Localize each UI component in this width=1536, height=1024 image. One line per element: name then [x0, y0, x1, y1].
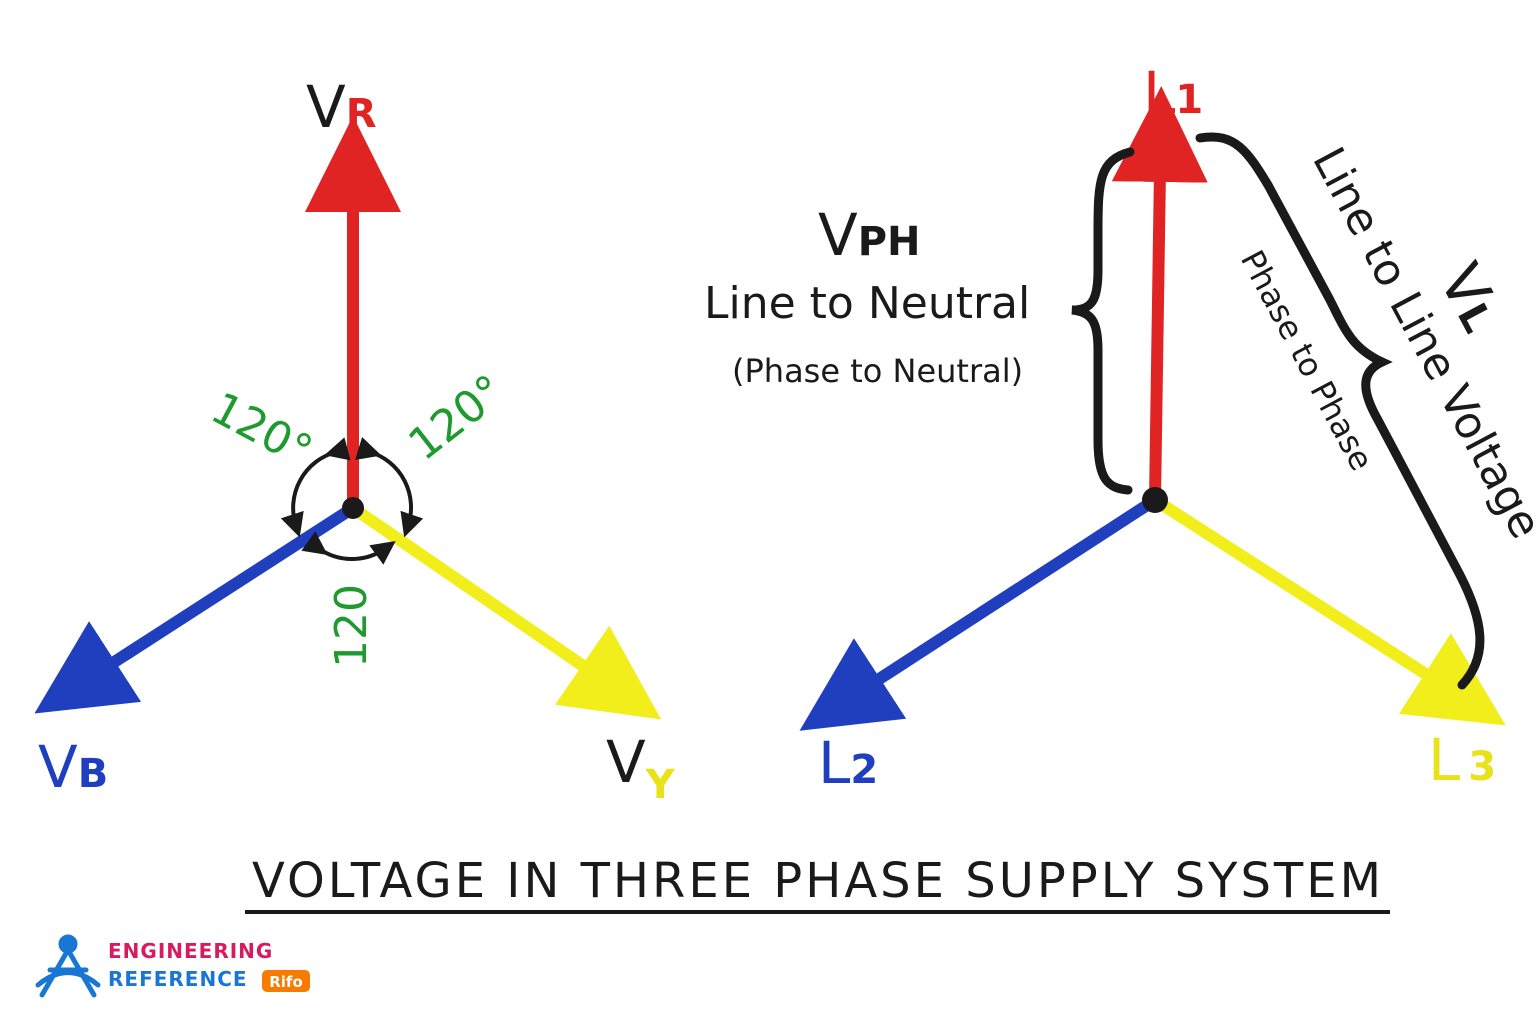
v-b-vector	[34, 502, 357, 714]
angle-arc-left	[280, 437, 351, 538]
v-y-vector	[349, 503, 662, 720]
compass-icon	[35, 934, 101, 998]
l3-main: L	[1428, 726, 1460, 794]
vl-brace	[1195, 132, 1485, 690]
left-phasor-diagram: 120° 120° 120 VR VB VY	[34, 73, 676, 808]
v-y-label: VY	[606, 728, 676, 808]
phase-to-phase-text: Phase to Phase	[1233, 244, 1381, 477]
v-y-main: V	[606, 728, 646, 796]
v-r-main: V	[306, 73, 346, 141]
v-r-sub: R	[346, 91, 377, 137]
angle-label-bottom: 120	[326, 584, 377, 668]
angle-label-left: 120°	[203, 383, 321, 478]
phase-to-neutral-text: (Phase to Neutral)	[732, 352, 1023, 390]
l1-label: L1	[1143, 59, 1203, 127]
logo-line1: ENGINEERING	[108, 939, 273, 963]
v-b-label: VB	[38, 733, 108, 801]
l2-label: L2	[818, 729, 878, 797]
diagram-title: VOLTAGE IN THREE PHASE SUPPLY SYSTEM	[252, 853, 1384, 909]
angle-label-right: 120°	[399, 365, 514, 470]
angle-arc-right	[355, 437, 424, 538]
vph-main: V	[818, 201, 858, 269]
l2-main: L	[818, 729, 850, 797]
engineering-reference-logo: ENGINEERING REFERENCE Rifo	[35, 934, 310, 998]
line-to-neutral-text: Line to Neutral	[704, 278, 1030, 329]
vph-label: VPH	[818, 201, 920, 269]
v-y-sub: Y	[645, 762, 676, 808]
l2-sub: 2	[850, 747, 878, 793]
l3-vector	[1151, 494, 1506, 726]
angle-arc-bottom	[301, 531, 396, 565]
line-to-line-text: Line to Line Voltage	[1302, 139, 1536, 547]
vph-sub: PH	[858, 219, 921, 265]
v-b-sub: B	[78, 751, 109, 797]
l1-main: L	[1143, 59, 1175, 127]
logo-badge-text: Rifo	[269, 973, 303, 991]
l1-vector	[1111, 86, 1208, 501]
l1-sub: 1	[1175, 77, 1203, 123]
neutral-point-right	[1142, 487, 1168, 513]
logo-badge	[262, 970, 310, 992]
v-r-label: VR	[306, 73, 377, 141]
l2-vector	[799, 494, 1159, 731]
vph-brace	[1071, 147, 1135, 495]
neutral-point-left	[342, 497, 364, 519]
v-b-main: V	[38, 733, 78, 801]
l3-sub: 3	[1468, 744, 1496, 790]
logo-line2: REFERENCE	[108, 967, 248, 991]
